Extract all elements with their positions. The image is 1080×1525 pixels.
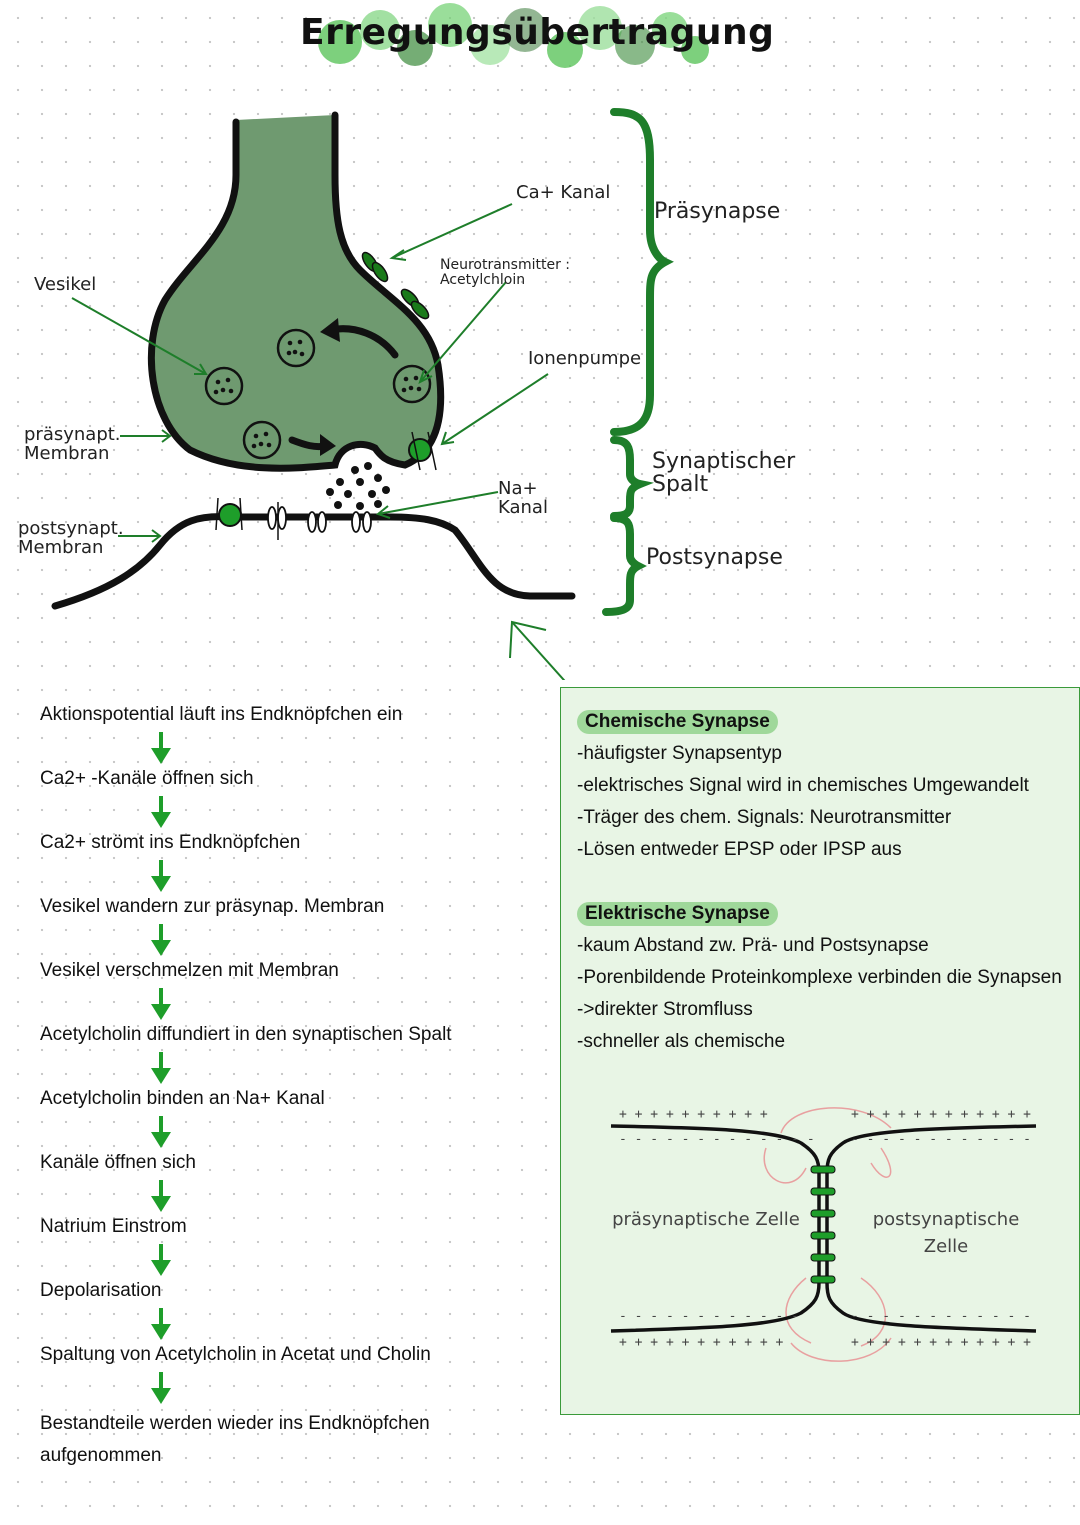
step-arrow — [151, 732, 171, 764]
chemische-line: -elektrisches Signal wird in chemisches … — [577, 775, 1029, 796]
chemische-line: -häufigster Synapsentyp — [577, 743, 782, 764]
title-decoration — [318, 3, 709, 68]
svg-text:+ + + + + + + + + + + +: + + + + + + + + + + + + — [851, 1335, 1031, 1350]
step-arrow — [151, 1244, 171, 1276]
step-3: Ca2+ strömt ins Endknöpfchen — [40, 832, 301, 853]
electrical-synapse-diagram: + + + + + + + + + + + + + + + + + + + + … — [610, 1107, 1037, 1362]
label-ca-kanal: Ca+ Kanal — [516, 182, 611, 203]
step-arrow — [151, 1308, 171, 1340]
label-postsynaptische-zelle: postsynaptische Zelle — [872, 1209, 1020, 1257]
step-5: Vesikel verschmelzen mit Membran — [40, 960, 339, 981]
step-11: Spaltung von Acetylcholin in Acetat und … — [40, 1344, 431, 1365]
elektrische-heading: Elektrische Synapse — [577, 902, 778, 926]
step-8: Kanäle öffnen sich — [40, 1152, 196, 1173]
elektrische-line: ->direkter Stromfluss — [577, 999, 753, 1020]
chemische-heading: Chemische Synapse — [577, 710, 778, 734]
step-10: Depolarisation — [40, 1280, 162, 1301]
step-1: Aktionspotential läuft ins Endknöpfchen … — [40, 704, 403, 725]
praesynapse-bracket — [610, 108, 674, 436]
synapse-diagram — [51, 108, 674, 680]
title-area: Erregungsübertragung — [300, 0, 775, 80]
label-praesynapse: Präsynapse — [654, 199, 781, 224]
presynaptic-terminal — [151, 115, 441, 469]
vesicles — [204, 328, 432, 460]
step-arrow — [151, 988, 171, 1020]
neurotransmitter-release — [326, 462, 390, 510]
current-flow-arrows — [763, 1107, 892, 1362]
ion-pump — [408, 438, 432, 462]
svg-text:+ + + + + + + + + + +: + + + + + + + + + + + — [619, 1335, 784, 1350]
step-arrow — [151, 1052, 171, 1084]
step-arrow — [151, 1116, 171, 1148]
elektrische-synapse-section: Elektrische Synapse -kaum Abstand zw. Pr… — [577, 902, 1062, 1058]
svg-text:+ + + + + + + + + + + +: + + + + + + + + + + + + — [851, 1107, 1031, 1122]
step-9: Natrium Einstrom — [40, 1216, 187, 1237]
ca-channels — [361, 251, 430, 320]
label-neurotransmitter: Neurotransmitter : Acetylchloin — [440, 257, 571, 288]
step-6: Acetylcholin diffundiert in den synaptis… — [40, 1024, 452, 1045]
step-4: Vesikel wandern zur präsynap. Membran — [40, 896, 385, 917]
chemische-line: -Träger des chem. Signals: Neurotransmit… — [577, 807, 952, 828]
chemische-line: -Lösen entweder EPSP oder IPSP aus — [577, 839, 902, 860]
vesicle-dots — [213, 339, 422, 449]
charge-marks: + + + + + + + + + + + + + + + + + + + + … — [619, 1107, 1031, 1350]
label-ionenpumpe: Ionenpumpe — [528, 348, 642, 369]
label-postsynapse: Postsynapse — [646, 545, 783, 570]
pointer-arrows — [71, 203, 566, 680]
label-na-kanal: Na+ Kanal — [498, 478, 548, 518]
label-praesynaptische-zelle: präsynaptische Zelle — [612, 1209, 800, 1230]
step-arrow — [151, 860, 171, 892]
step-arrow — [151, 796, 171, 828]
gap-junction-proteins — [810, 1165, 836, 1284]
label-praesynapt-membran: präsynapt. Membran — [24, 424, 121, 464]
elektrische-line: -schneller als chemische — [577, 1031, 786, 1052]
label-vesikel: Vesikel — [34, 274, 97, 295]
step-arrow — [151, 924, 171, 956]
label-postsynapt-membran: postsynapt. Membran — [18, 518, 124, 558]
na-channels — [267, 506, 372, 533]
chemische-synapse-section: Chemische Synapse -häufigster Synapsenty… — [577, 710, 1029, 866]
info-box: Chemische Synapse -häufigster Synapsenty… — [560, 687, 1080, 1415]
elektrische-line: -Porenbildende Proteinkomplexe verbinden… — [577, 967, 1062, 988]
presynaptic-membrane — [147, 111, 445, 472]
spalt-bracket — [610, 436, 654, 520]
page-title: Erregungsübertragung — [300, 12, 775, 53]
svg-text:- - - - - - - - - - - - -: - - - - - - - - - - - - - — [619, 1132, 815, 1147]
elektrische-line: -kaum Abstand zw. Prä- und Postsynapse — [577, 935, 929, 956]
step-7: Acetylcholin binden an Na+ Kanal — [40, 1088, 325, 1109]
step-arrow — [151, 1180, 171, 1212]
label-synaptischer-spalt: Synaptischer Spalt — [652, 449, 796, 498]
svg-text:- - - - - - - - - - - -: - - - - - - - - - - - - — [619, 1309, 799, 1324]
postsynaptic-pump — [218, 503, 242, 527]
svg-text:+ + + + + + + + + +: + + + + + + + + + + — [619, 1107, 768, 1122]
postsynapse-bracket — [602, 514, 647, 616]
step-arrow — [151, 1372, 171, 1404]
svg-text:- - - - - - - - - - - -: - - - - - - - - - - - - — [851, 1132, 1031, 1147]
step-2: Ca2+ -Kanäle öffnen sich — [40, 768, 254, 789]
step-12: Bestandteile werden wieder ins Endknöpfc… — [40, 1413, 430, 1466]
svg-text:- - - - - - - - - - - -: - - - - - - - - - - - - — [851, 1309, 1031, 1324]
